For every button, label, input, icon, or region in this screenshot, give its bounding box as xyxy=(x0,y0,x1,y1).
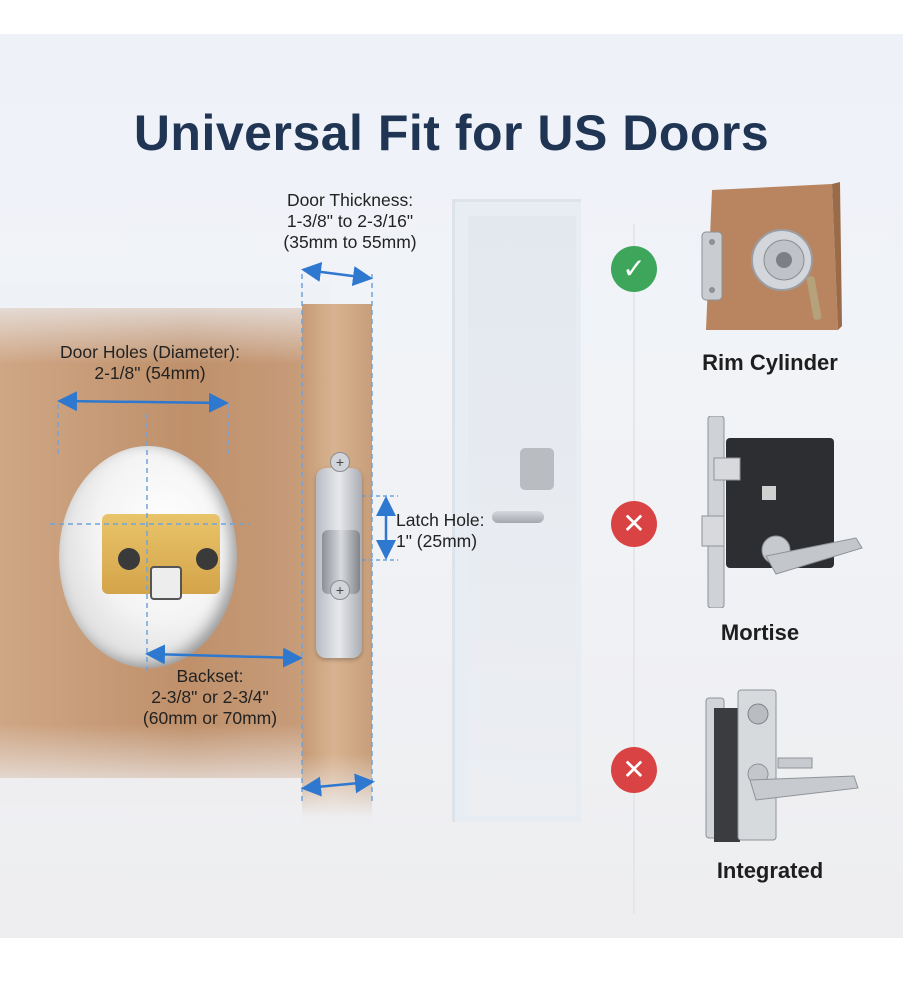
thickness-title: Door Thickness: xyxy=(286,190,414,210)
latch-imperial: 1" (25mm) xyxy=(396,531,478,551)
rim-cylinder-image xyxy=(701,182,842,330)
hole-diameter-arrow xyxy=(57,391,229,413)
latch-screw-hole-icon xyxy=(118,548,140,570)
holes-title: Door Holes (Diameter): xyxy=(60,342,240,362)
screw-icon: + xyxy=(330,452,350,472)
backset-arrow xyxy=(145,644,303,668)
holes-label: Door Holes (Diameter): 2-1/8" (54mm) xyxy=(30,342,270,384)
thickness-label: Door Thickness: 1-3/8" to 2-3/16" (35mm … xyxy=(250,190,450,253)
backset-imperial: 2-3/8" or 2-3/4" xyxy=(151,687,269,707)
background-keypad-icon xyxy=(520,448,554,490)
option-label-integrated: Integrated xyxy=(716,858,824,883)
backset-label: Backset: 2-3/8" or 2-3/4" (60mm or 70mm) xyxy=(110,666,310,729)
latch-label: Latch Hole: 1" (25mm) xyxy=(396,510,506,552)
latch-title: Latch Hole: xyxy=(396,510,485,530)
check-icon: ✓ xyxy=(611,246,657,292)
compatibility-timeline xyxy=(633,224,635,914)
thickness-metric: (35mm to 55mm) xyxy=(283,232,417,252)
backset-title: Backset: xyxy=(176,666,244,686)
wall-fade-bottom xyxy=(0,724,330,804)
background-door-handle-icon xyxy=(492,511,544,523)
dimension-arrows xyxy=(57,262,396,797)
wall-fade-top xyxy=(0,284,330,364)
backset-metric: (60mm or 70mm) xyxy=(142,708,278,728)
holes-imperial: 2-1/8" (54mm) xyxy=(94,363,206,383)
option-label-rim-cylinder: Rim Cylinder xyxy=(702,350,838,375)
thickness-imperial: 1-3/8" to 2-3/16" xyxy=(286,211,414,231)
mortise-image xyxy=(701,416,863,608)
cross-icon: ✕ xyxy=(611,747,657,793)
page-title: Universal Fit for US Doors xyxy=(133,105,770,161)
latch-spindle-icon xyxy=(150,566,182,600)
bottom-thickness-arrow xyxy=(301,773,375,797)
integrated-image xyxy=(705,689,859,842)
option-label-mortise: Mortise xyxy=(720,620,800,645)
cross-icon: ✕ xyxy=(611,501,657,547)
latch-screw-hole-icon xyxy=(196,548,218,570)
thickness-arrow xyxy=(301,262,373,286)
infographic-panel: + + Door Thickness: 1-3/8" to 2-3/16" (3… xyxy=(0,34,903,938)
screw-icon: + xyxy=(330,580,350,600)
